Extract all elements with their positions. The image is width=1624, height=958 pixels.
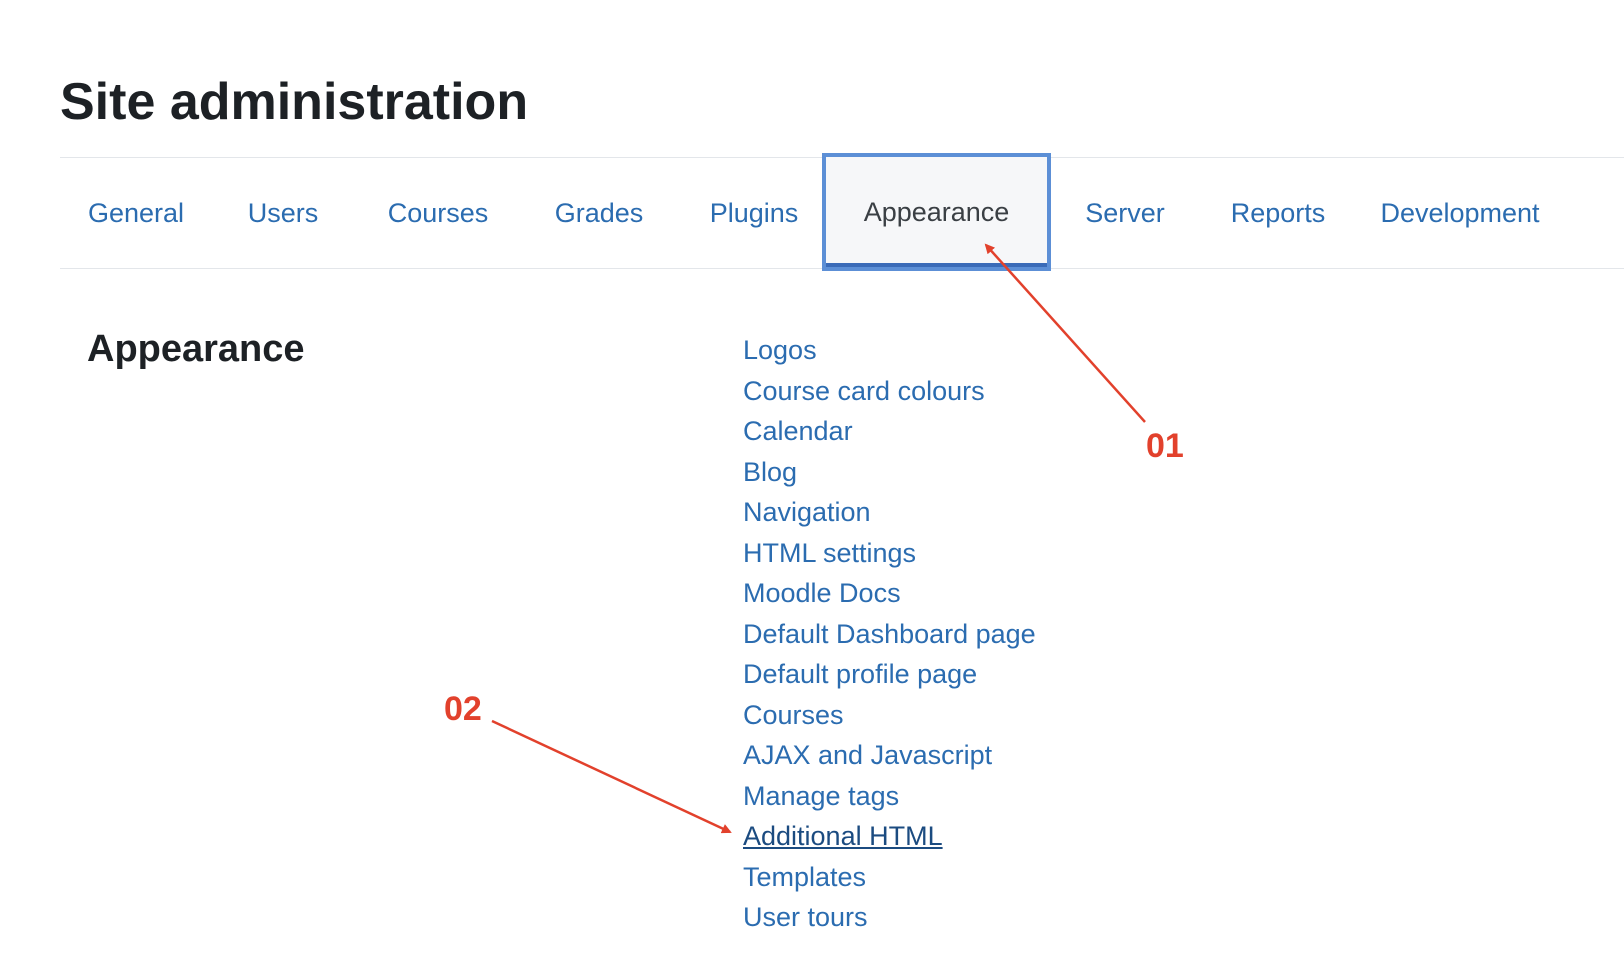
tab-grades[interactable]: Grades (554, 197, 644, 228)
tab-users[interactable]: Users (247, 197, 319, 228)
arrow-02 (491, 719, 732, 834)
link-default-profile-page[interactable]: Default profile page (743, 659, 978, 689)
link-templates[interactable]: Templates (743, 861, 867, 892)
tab-development[interactable]: Development (1380, 197, 1540, 228)
link-manage-tags[interactable]: Manage tags (743, 780, 900, 811)
link-user-tours[interactable]: User tours (743, 902, 868, 932)
link-html-settings[interactable]: HTML settings (743, 537, 917, 568)
page-title: Site administration (60, 73, 529, 131)
annotation-label-02: 02 (444, 690, 482, 728)
tab-server[interactable]: Server (1085, 197, 1165, 228)
admin-tabs: General Users Courses Grades Plugins App… (60, 153, 1624, 271)
link-courses[interactable]: Courses (743, 699, 844, 730)
appearance-link-list: Logos Course card colours Calendar Blog … (743, 330, 1036, 938)
link-course-card-colours[interactable]: Course card colours (743, 375, 985, 406)
tab-general[interactable]: General (87, 197, 185, 228)
link-logos[interactable]: Logos (743, 335, 817, 365)
section-heading: Appearance (87, 328, 305, 370)
link-calendar[interactable]: Calendar (743, 416, 853, 446)
link-blog[interactable]: Blog (743, 456, 798, 487)
tab-plugins[interactable]: Plugins (709, 197, 799, 228)
tab-courses[interactable]: Courses (387, 197, 489, 228)
link-navigation[interactable]: Navigation (743, 497, 871, 527)
tab-appearance[interactable]: Appearance (822, 153, 1051, 271)
link-ajax-and-javascript[interactable]: AJAX and Javascript (743, 740, 993, 770)
tab-reports[interactable]: Reports (1230, 197, 1326, 228)
annotation-label-01: 01 (1146, 427, 1184, 465)
link-additional-html[interactable]: Additional HTML (743, 821, 943, 851)
link-default-dashboard-page[interactable]: Default Dashboard page (743, 618, 1036, 649)
link-moodle-docs[interactable]: Moodle Docs (743, 578, 901, 608)
